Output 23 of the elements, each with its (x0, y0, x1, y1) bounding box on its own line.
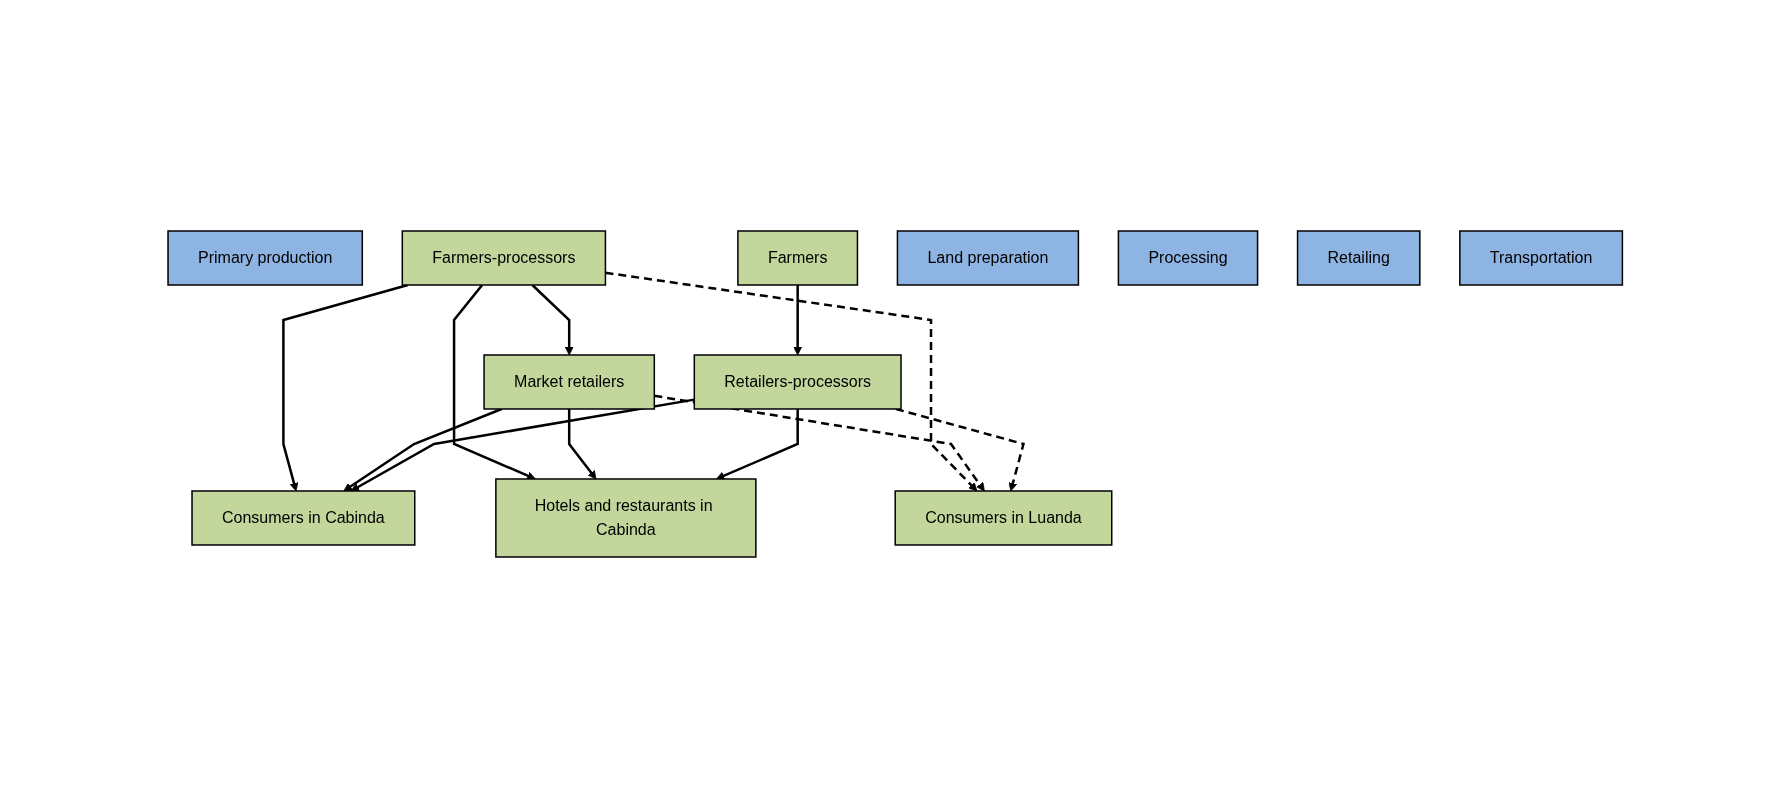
arrow (793, 285, 803, 356)
node-box: Farmers-processors (401, 230, 607, 286)
node-box: Land preparation (896, 230, 1080, 286)
arrow (531, 284, 574, 356)
arrow (282, 283, 409, 492)
node-box: Primary production (167, 230, 364, 286)
arrow (350, 398, 695, 492)
node-box: Retailing (1297, 230, 1421, 286)
node-box: Consumers in Cabinda (191, 490, 416, 546)
arrow (605, 271, 978, 492)
node-box: Hotels and restaurants in Cabinda (495, 478, 757, 558)
node-box: Market retailers (483, 354, 656, 410)
arrow (453, 284, 536, 480)
arrow (568, 409, 597, 480)
node-box: Retailers-processors (693, 354, 903, 410)
node-box: Consumers in Luanda (894, 490, 1113, 546)
node-box: Transportation (1459, 230, 1624, 286)
arrow (716, 409, 800, 480)
node-box: Processing (1117, 230, 1259, 286)
node-box: Farmers (737, 230, 859, 286)
arrow (654, 394, 985, 492)
arrow (895, 407, 1026, 492)
arrow (343, 407, 503, 492)
